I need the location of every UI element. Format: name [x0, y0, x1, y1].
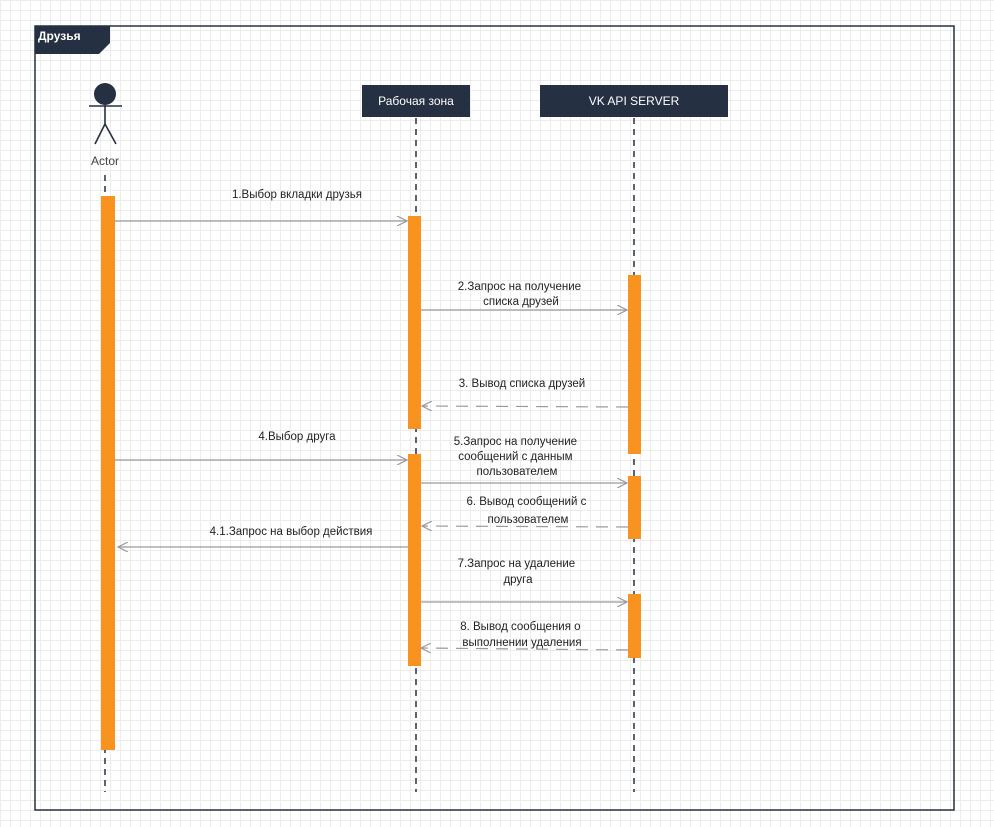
- lifeline-vk[interactable]: VK API SERVER: [540, 85, 728, 117]
- lifeline-work-label: Рабочая зона: [378, 94, 454, 108]
- message-8-arrow: [421, 648, 629, 650]
- actor[interactable]: Actor: [89, 83, 122, 168]
- lifeline-work[interactable]: Рабочая зона: [362, 85, 470, 117]
- message-3[interactable]: 3. Вывод списка друзей: [422, 378, 629, 407]
- activation-vk-2: [628, 476, 641, 539]
- message-8-label: 8. Вывод сообщения о выполнении удаления: [460, 621, 584, 649]
- lifeline-vk-header: [540, 85, 728, 117]
- message-2[interactable]: 2.Запрос на получение списка друзей: [421, 281, 627, 310]
- message-5[interactable]: 5.Запрос на получение сообщений с данным…: [421, 436, 627, 483]
- message-3-label: 3. Вывод списка друзей: [459, 378, 585, 390]
- message-4-label: 4.Выбор друга: [258, 431, 336, 443]
- message-1[interactable]: 1.Выбор вкладки друзья: [115, 189, 407, 221]
- message-2-label: 2.Запрос на получение списка друзей: [458, 281, 584, 308]
- message-3-arrow: [422, 406, 629, 407]
- activation-work-1: [408, 216, 421, 429]
- activation-vk-3: [628, 594, 641, 658]
- actor-head: [94, 83, 116, 105]
- message-6[interactable]: 6. Вывод сообщений с пользователем: [422, 496, 629, 527]
- message-4[interactable]: 4.Выбор друга: [115, 431, 407, 460]
- message-4-1-label: 4.1.Запрос на выбор действия: [210, 526, 373, 538]
- message-8[interactable]: 8. Вывод сообщения о выполнении удаления: [421, 621, 629, 650]
- actor-label: Actor: [91, 154, 119, 168]
- activation-work-2: [408, 454, 421, 666]
- message-7-label: 7.Запрос на удаление друга: [458, 558, 579, 586]
- message-4-1[interactable]: 4.1.Запрос на выбор действия: [118, 526, 408, 547]
- activation-actor: [101, 196, 115, 750]
- message-6-arrow: [422, 526, 629, 527]
- lifeline-vk-label: VK API SERVER: [589, 94, 680, 108]
- message-1-label: 1.Выбор вкладки друзья: [232, 189, 362, 201]
- sequence-frame: Друзья: [34, 25, 955, 811]
- frame-title: Друзья: [38, 29, 81, 43]
- message-5-label: 5.Запрос на получение сообщений с данным…: [454, 436, 580, 478]
- message-6-label: 6. Вывод сообщений с пользователем: [466, 496, 589, 526]
- frame-title-tab: [35, 26, 110, 54]
- message-7[interactable]: 7.Запрос на удаление друга: [421, 558, 627, 602]
- lifeline-work-header: [362, 85, 470, 117]
- activation-vk-1: [628, 275, 641, 454]
